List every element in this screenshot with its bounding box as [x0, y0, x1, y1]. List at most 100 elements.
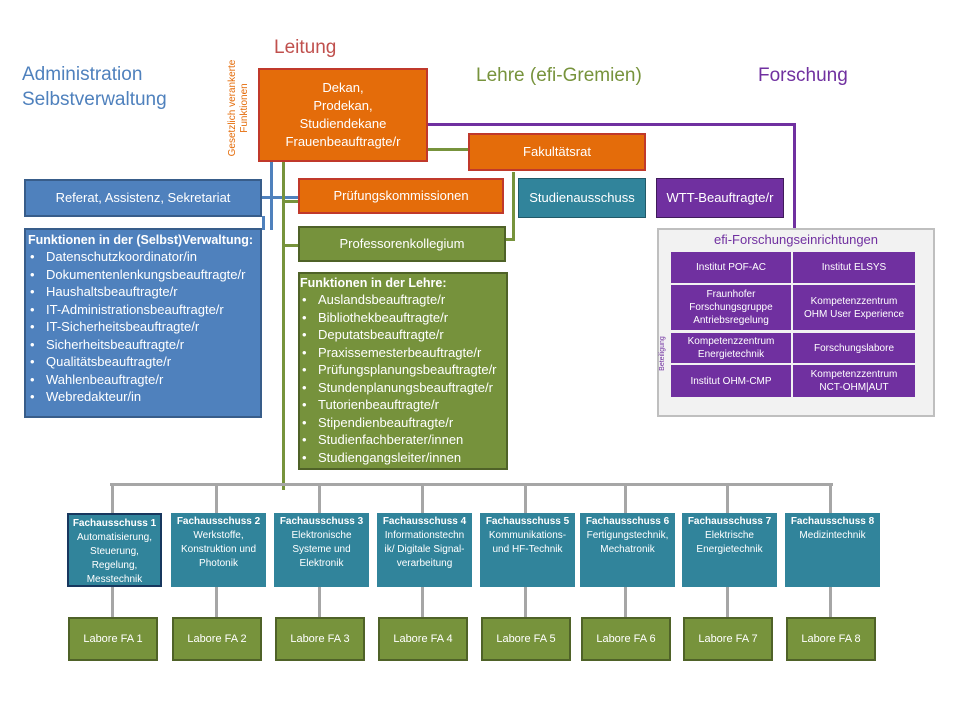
leitung-line: Studiendekane	[299, 116, 387, 131]
labor-box: Labore FA 1	[68, 617, 158, 661]
fachausschuss-line: Elektronische	[291, 530, 352, 541]
lehre-item: Stipendienbeauftragte/r	[302, 414, 506, 432]
fachausschuss-line: Elektrische	[705, 530, 754, 541]
efi-institute: Institut POF-AC	[671, 252, 791, 283]
fachausschuss-line: Energietechnik	[696, 544, 763, 555]
lehre-title: Funktionen in der Lehre:	[300, 276, 447, 290]
verwaltung-item: Qualitätsbeauftragte/r	[30, 353, 260, 371]
verwaltung-item: IT-Sicherheitsbeauftragte/r	[30, 318, 260, 336]
verwaltung-item: Webredakteur/in	[30, 388, 260, 406]
verwaltung-item: Haushaltsbeauftragte/r	[30, 283, 260, 301]
fachausschuss-line: Regelung,	[91, 560, 138, 571]
connector-grey-vertical	[829, 587, 832, 617]
verwaltung-item: IT-Administrationsbeauftragte/r	[30, 301, 260, 319]
efi-institute-line: Forschungsgruppe	[689, 302, 773, 313]
fakultaetsrat-box: Fakultätsrat	[468, 133, 646, 171]
beteiligung-label: Beteiligung	[658, 336, 666, 371]
lehre-item: Stundenplanungsbeauftragte/r	[302, 379, 506, 397]
fachausschuss-title: Fachausschuss 3	[279, 516, 364, 527]
connector-grey-vertical	[318, 587, 321, 617]
efi-institute-line: OHM User Experience	[803, 308, 905, 320]
efi-panel: efi-Forschungseinrichtungen Beteiligung …	[657, 228, 935, 417]
leitung-line: Dekan,	[322, 80, 364, 95]
fachausschuss-line: Systeme und	[292, 544, 351, 555]
header-lehre: Lehre (efi-Gremien)	[476, 65, 642, 86]
lehre-item: Tutorienbeauftragte/r	[302, 396, 506, 414]
connector-grey-vertical	[318, 483, 321, 513]
efi-institute-line: Institut POF-AC	[695, 262, 766, 273]
efi-institute-line: Kompetenzzentrum	[687, 336, 775, 347]
fachausschuss-line: Fertigungstechnik,	[586, 530, 669, 541]
connector-grey-vertical	[524, 587, 527, 617]
lehre-list: Auslandsbeauftragte/rBibliothekbeauftrag…	[300, 291, 506, 466]
header-leitung: Leitung	[274, 37, 337, 58]
fachausschuss-line: Steuerung,	[90, 546, 139, 557]
connector-grey-vertical	[624, 483, 627, 513]
efi-institute: Institut OHM-CMP	[671, 365, 791, 397]
verwaltung-item: Dokumentenlenkungsbeauftragte/r	[30, 266, 260, 284]
fachausschuss-line: Elektronik	[299, 558, 344, 569]
fachausschuss-title: Fachausschuss 1	[72, 518, 157, 529]
header-forschung: Forschung	[758, 65, 848, 86]
fachausschuss-line: Werkstoffe,	[193, 530, 244, 541]
verwaltung-list: Datenschutzkoordinator/inDokumentenlenku…	[28, 248, 260, 406]
connector-green-horizontal-1	[428, 148, 470, 151]
connector-grey-horizontal	[110, 483, 833, 486]
fachausschuss-title: Fachausschuss 8	[790, 516, 875, 527]
lehre-item: Auslandsbeauftragte/r	[302, 291, 506, 309]
lehre-item: Bibliothekbeauftragte/r	[302, 309, 506, 327]
connector-grey-vertical	[215, 483, 218, 513]
verwaltung-panel: Funktionen in der (Selbst)Verwaltung: Da…	[24, 228, 262, 418]
connector-grey-vertical	[111, 587, 114, 617]
verwaltung-item: Wahlenbeauftragte/r	[30, 371, 260, 389]
connector-grey-vertical	[624, 587, 627, 617]
professorenkollegium-box: Professorenkollegium	[298, 226, 506, 262]
connector-green-main	[282, 162, 285, 490]
labor-box: Labore FA 8	[786, 617, 876, 661]
connector-green-horizontal-2	[284, 200, 300, 203]
verwaltung-item: Datenschutzkoordinator/in	[30, 248, 260, 266]
fachausschuss-title: Fachausschuss 2	[176, 516, 261, 527]
connector-grey-vertical	[726, 587, 729, 617]
labor-box: Labore FA 5	[481, 617, 571, 661]
verwaltung-title: Funktionen in der (Selbst)Verwaltung:	[28, 233, 254, 247]
lehre-panel: Funktionen in der Lehre: Auslandsbeauftr…	[298, 272, 508, 470]
labor-box: Labore FA 7	[683, 617, 773, 661]
efi-institute-line: Institut ELSYS	[821, 262, 887, 273]
lehre-item: Studiengangsleiter/innen	[302, 449, 506, 467]
efi-institute-line: Antriebsregelung	[693, 315, 769, 326]
labor-box: Labore FA 6	[581, 617, 671, 661]
verwaltung-item: Sicherheitsbeauftragte/r	[30, 336, 260, 354]
efi-institute-line: Forschungslabore	[813, 342, 895, 354]
fachausschuss-title: Fachausschuss 7	[687, 516, 772, 527]
fachausschuss-line: und HF-Technik	[492, 544, 563, 555]
efi-institute-line: Kompetenzzentrum	[810, 369, 898, 380]
connector-blue-horizontal	[262, 196, 298, 199]
efi-institute-line: NCT-OHM|AUT	[819, 382, 889, 393]
lehre-item: Studienfachberater/innen	[302, 431, 506, 449]
connector-purple-vertical	[793, 123, 796, 229]
referat-box: Referat, Assistenz, Sekretariat	[24, 179, 262, 217]
labor-box: Labore FA 3	[275, 617, 365, 661]
fachausschuss-title: Fachausschuss 5	[485, 516, 570, 527]
fachausschuss-title: Fachausschuss 4	[382, 516, 467, 527]
fachausschuss-line: Automatisierung,	[76, 532, 153, 543]
fachausschuss-line: ik/ Digitale Signal-	[384, 544, 465, 555]
fachausschuss-line: Messtechnik	[86, 574, 143, 585]
lehre-item: Praxissemesterbeauftragte/r	[302, 344, 506, 362]
fachausschuss-line: Informationstechn	[384, 530, 465, 541]
efi-institute: Institut ELSYS	[793, 252, 915, 283]
labor-box: Labore FA 2	[172, 617, 262, 661]
lehre-item: Prüfungsplanungsbeauftragte/r	[302, 361, 506, 379]
connector-grey-vertical	[421, 483, 424, 513]
efi-institute-line: Institut OHM-CMP	[690, 375, 772, 387]
fachausschuss-box: Fachausschuss 1 Automatisierung, Steuerung…	[67, 513, 162, 587]
connector-grey-vertical	[421, 587, 424, 617]
wtt-box: WTT-Beauftragte/r	[656, 178, 784, 218]
